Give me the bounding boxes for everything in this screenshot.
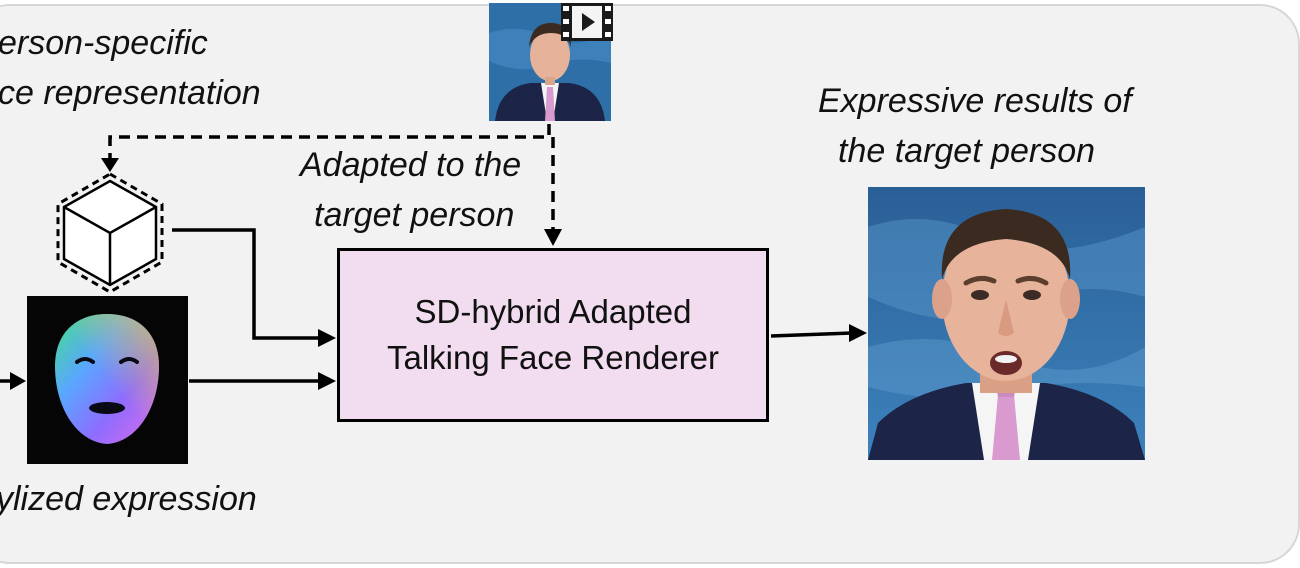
renderer-to-output-wire bbox=[770, 331, 853, 338]
results-label: Expressive results of the target person bbox=[818, 76, 1132, 176]
incoming-arrowhead bbox=[10, 372, 26, 390]
dashed-connector-top bbox=[108, 124, 551, 160]
face-expression-map bbox=[27, 296, 188, 464]
cube-arrowhead bbox=[318, 329, 336, 347]
video-clip-icon bbox=[561, 3, 613, 41]
person-specific-label: erson-specific ce representation bbox=[0, 18, 261, 118]
adapted-line1: Adapted to the bbox=[300, 146, 522, 184]
person-specific-line2: ce representation bbox=[0, 74, 261, 112]
person-photo bbox=[868, 187, 1145, 460]
renderer-line1: SD-hybrid Adapted bbox=[414, 293, 692, 330]
dashed-arrowhead-left bbox=[101, 158, 119, 172]
renderer-box: SD-hybrid Adapted Talking Face Renderer bbox=[337, 248, 769, 422]
person-specific-line1: erson-specific bbox=[0, 24, 208, 62]
results-line2: the target person bbox=[838, 132, 1096, 170]
cube-to-renderer-wire bbox=[172, 228, 322, 340]
hexagon-cube-icon bbox=[56, 172, 164, 294]
dashed-arrowhead-renderer bbox=[544, 229, 562, 246]
adapted-line2: target person bbox=[314, 196, 515, 234]
expression-arrowhead bbox=[318, 372, 336, 390]
adapted-label: Adapted to the target person bbox=[300, 140, 521, 240]
output-arrowhead bbox=[849, 324, 867, 342]
stylized-expression-label: ylized expression bbox=[0, 480, 257, 518]
results-line1: Expressive results of bbox=[818, 82, 1132, 120]
renderer-line2: Talking Face Renderer bbox=[387, 339, 719, 376]
